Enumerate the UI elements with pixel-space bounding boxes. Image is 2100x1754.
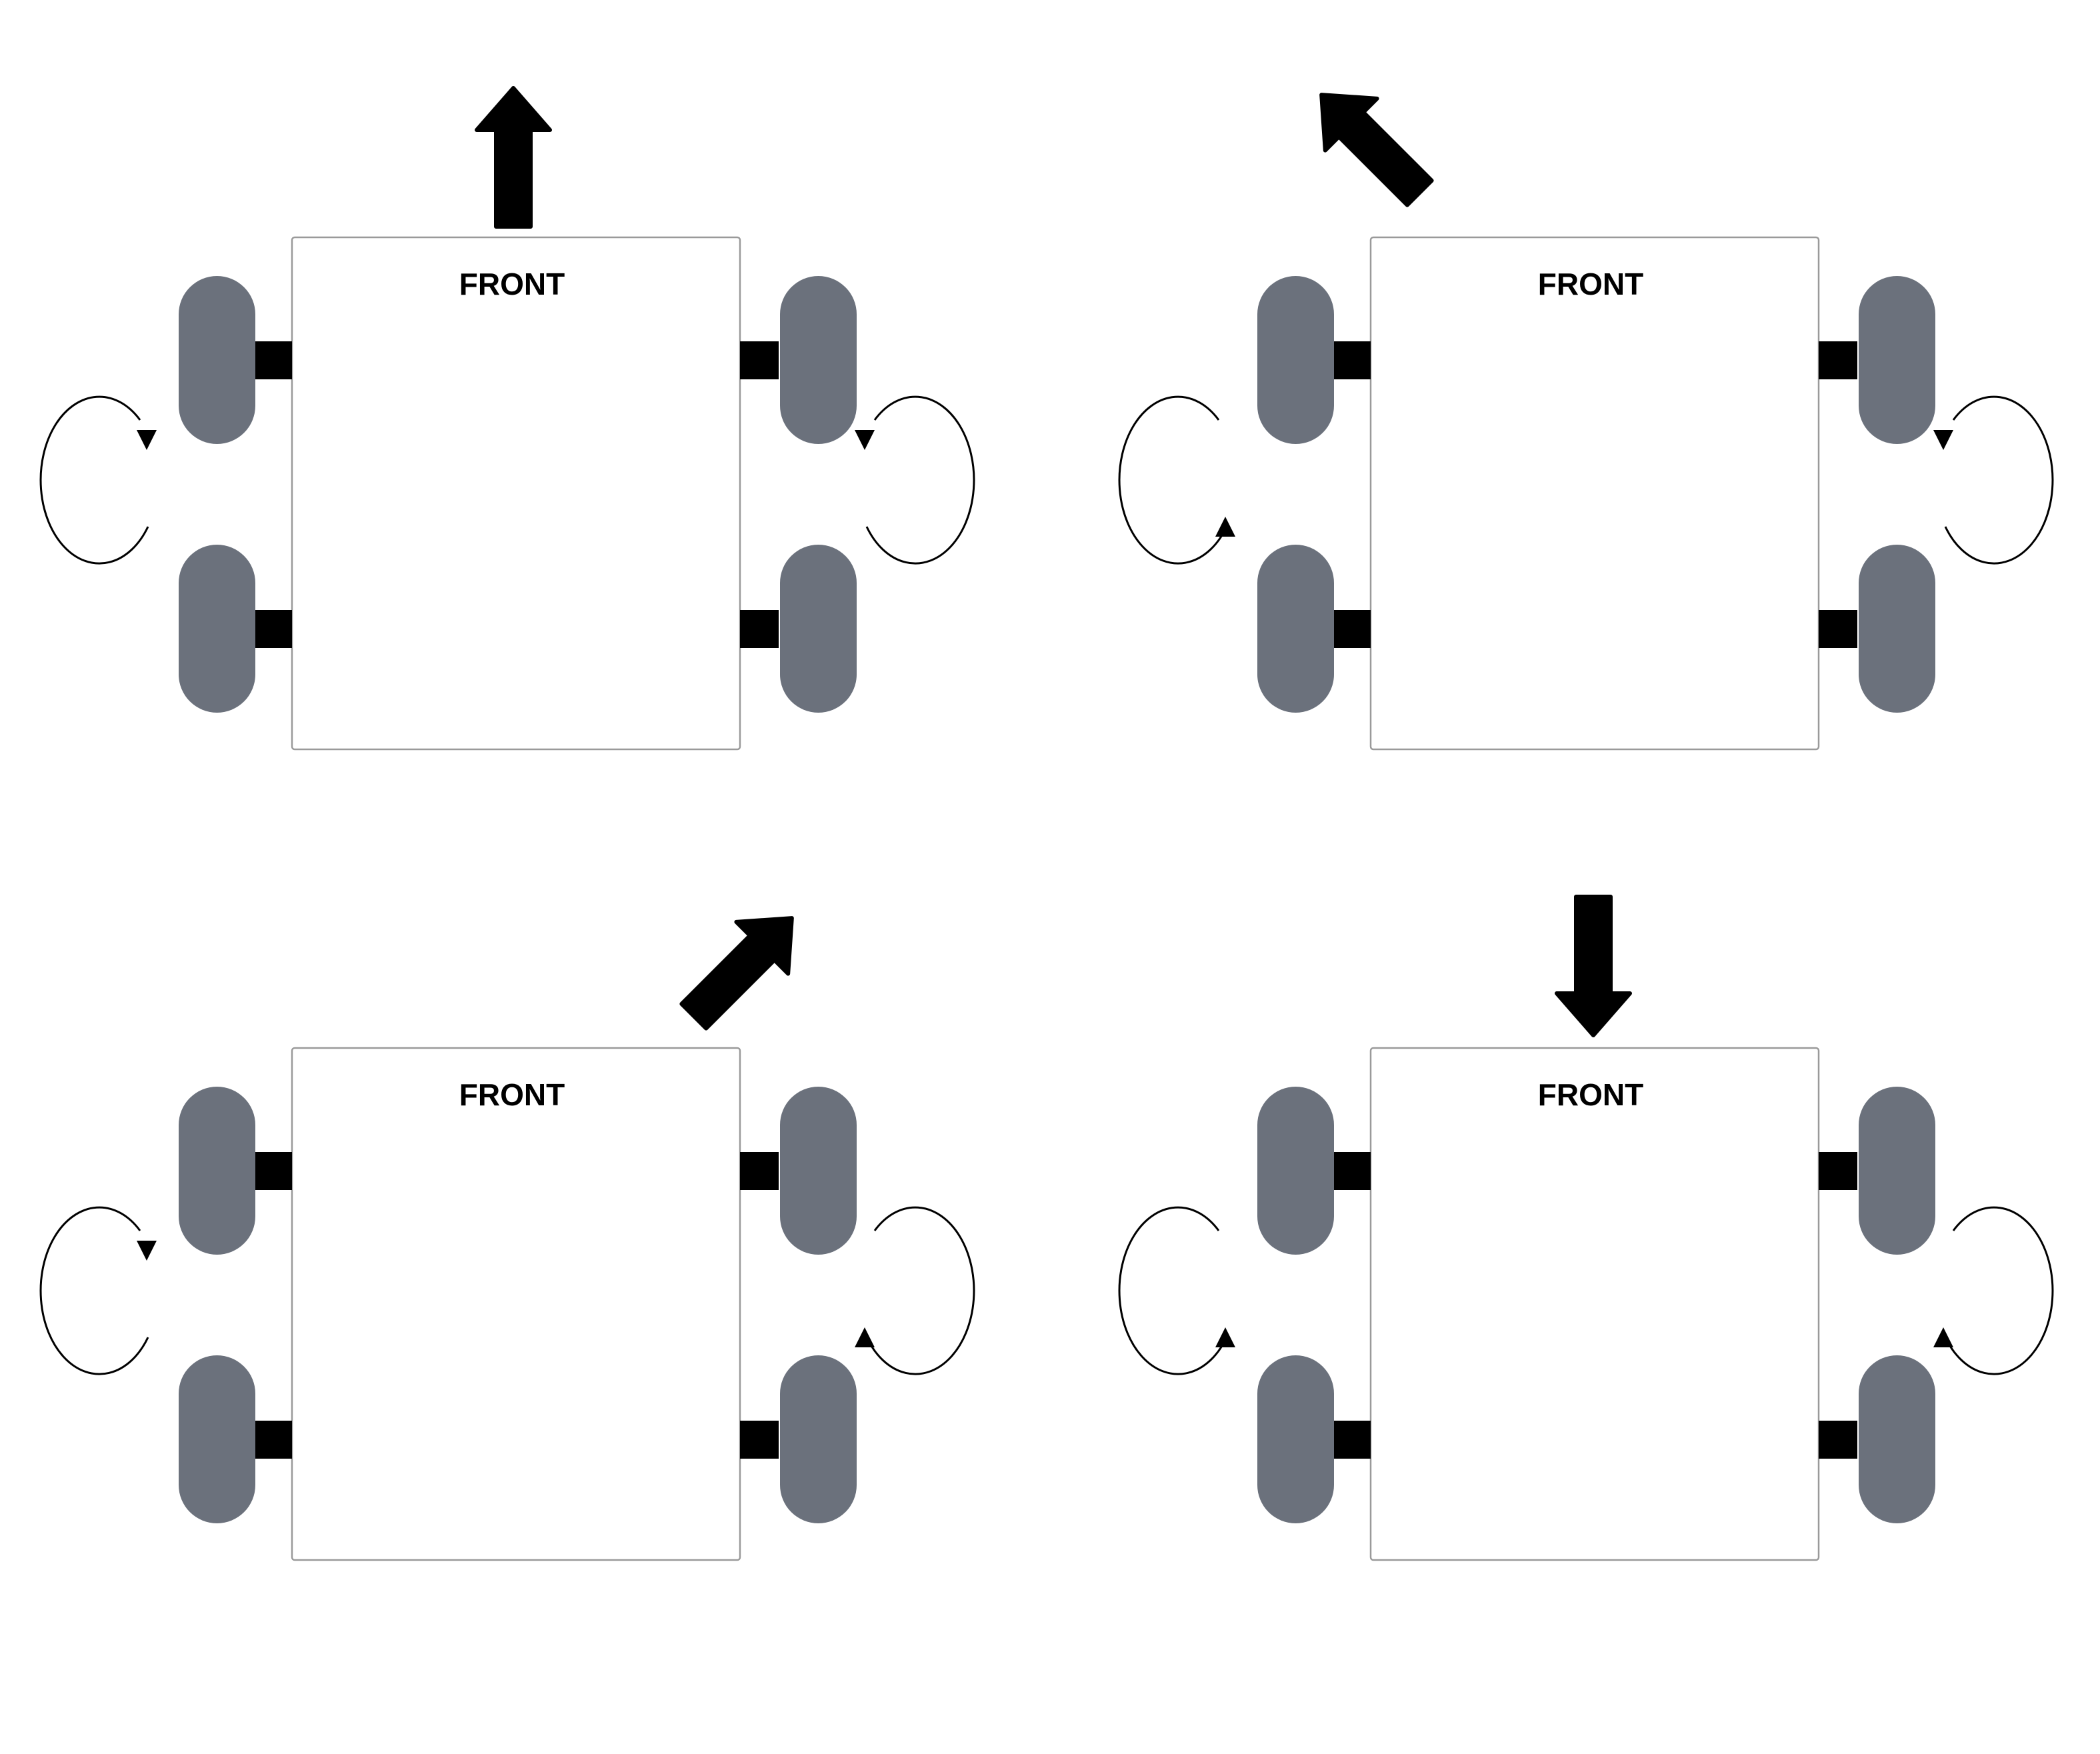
wheel-front-right [1859, 1087, 1935, 1255]
axle [1819, 341, 1857, 379]
rotate-backward-icon [855, 1206, 975, 1375]
wheel-front-right [780, 276, 857, 444]
axle [740, 1152, 779, 1190]
wheel-rear-left [1257, 1355, 1334, 1523]
axle [253, 1421, 292, 1459]
chassis-body [1369, 236, 1820, 751]
panel-forward: FRONT [39, 86, 975, 751]
panel-diagonal-front-left: FRONT [1118, 93, 2054, 751]
rotate-backward-icon [1118, 395, 1235, 565]
panel-diagonal-front-right: FRONT [39, 916, 975, 1561]
wheel-rear-left [179, 545, 255, 713]
axle [1332, 1421, 1371, 1459]
rotate-backward-icon [1118, 1206, 1235, 1375]
axle [1819, 1152, 1857, 1190]
wheel-rear-right [780, 1355, 857, 1523]
wheel-rear-right [780, 545, 857, 713]
chassis-body [291, 1047, 741, 1561]
front-label: FRONT [1538, 1077, 1643, 1112]
axle [253, 341, 292, 379]
arrow-down-icon [1555, 895, 1632, 1037]
arrow-up-icon [475, 86, 552, 229]
chassis-body [1369, 1047, 1820, 1561]
axle [253, 1152, 292, 1190]
rotate-forward-icon [39, 395, 157, 565]
axle [1332, 341, 1371, 379]
wheel-rear-right [1859, 545, 1935, 713]
axle [253, 610, 292, 648]
rotate-backward-icon [1933, 1206, 2054, 1375]
axle [1819, 1421, 1857, 1459]
wheel-front-right [1859, 276, 1935, 444]
wheel-front-right [780, 1087, 857, 1255]
wheel-rear-right [1859, 1355, 1935, 1523]
chassis-body [291, 236, 741, 751]
front-label: FRONT [459, 1077, 565, 1112]
axle [740, 610, 779, 648]
wheel-front-left [179, 1087, 255, 1255]
front-label: FRONT [459, 267, 565, 301]
axle [740, 341, 779, 379]
wheel-rear-left [179, 1355, 255, 1523]
arrow-up-right-icon [679, 916, 794, 1031]
wheel-front-left [179, 276, 255, 444]
rotate-forward-icon [1933, 395, 2054, 565]
rotate-forward-icon [855, 395, 975, 565]
wheel-rear-left [1257, 545, 1334, 713]
axle [1332, 610, 1371, 648]
wheel-front-left [1257, 1087, 1334, 1255]
axle [1332, 1152, 1371, 1190]
rotate-forward-icon [39, 1206, 157, 1375]
panel-backward: FRONT [1118, 895, 2054, 1561]
arrow-up-left-icon [1319, 93, 1434, 207]
wheel-front-left [1257, 276, 1334, 444]
axle [1819, 610, 1857, 648]
axle [740, 1421, 779, 1459]
front-label: FRONT [1538, 267, 1643, 301]
